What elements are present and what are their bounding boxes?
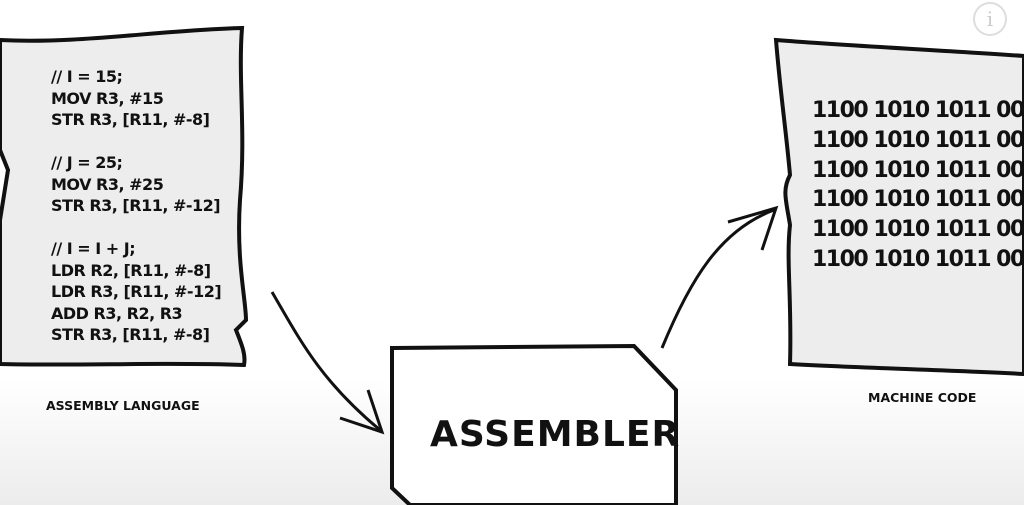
code-line: LDR R3, [R11, #-12]: [51, 282, 222, 301]
code-line: MOV R3, #25: [51, 174, 164, 194]
assembly-paper: [0, 25, 249, 368]
code-line: MOV R3, #15: [51, 88, 164, 108]
code-line: STR R3, [R11, #-12]: [51, 196, 221, 215]
code-line: STR R3, [R11, #-8]: [51, 325, 210, 344]
code-line: // I = I + J;: [51, 239, 136, 258]
code-line: ADD R3, R2, R3: [51, 303, 183, 323]
assembly-language-label: ASSEMBLY LANGUAGE: [46, 398, 200, 413]
machine-code-label: MACHINE CODE: [868, 390, 977, 405]
info-icon[interactable]: i: [973, 2, 1007, 36]
assembler-box: [390, 343, 678, 505]
code-line: STR R3, [R11, #-8]: [51, 110, 210, 129]
assembler-label: ASSEMBLER: [430, 414, 681, 455]
code-line: // I = 15;: [51, 67, 123, 86]
code-block: // I = I + J; LDR R2, [R11, #-8] LDR R3, […: [51, 238, 222, 346]
machine-paper: [773, 37, 1024, 377]
code-line: LDR R2, [R11, #-8]: [51, 260, 211, 280]
code-line: // J = 25;: [51, 153, 123, 172]
arrow-to-assembler: [270, 291, 381, 432]
arrow-to-machine-code: [660, 208, 775, 349]
